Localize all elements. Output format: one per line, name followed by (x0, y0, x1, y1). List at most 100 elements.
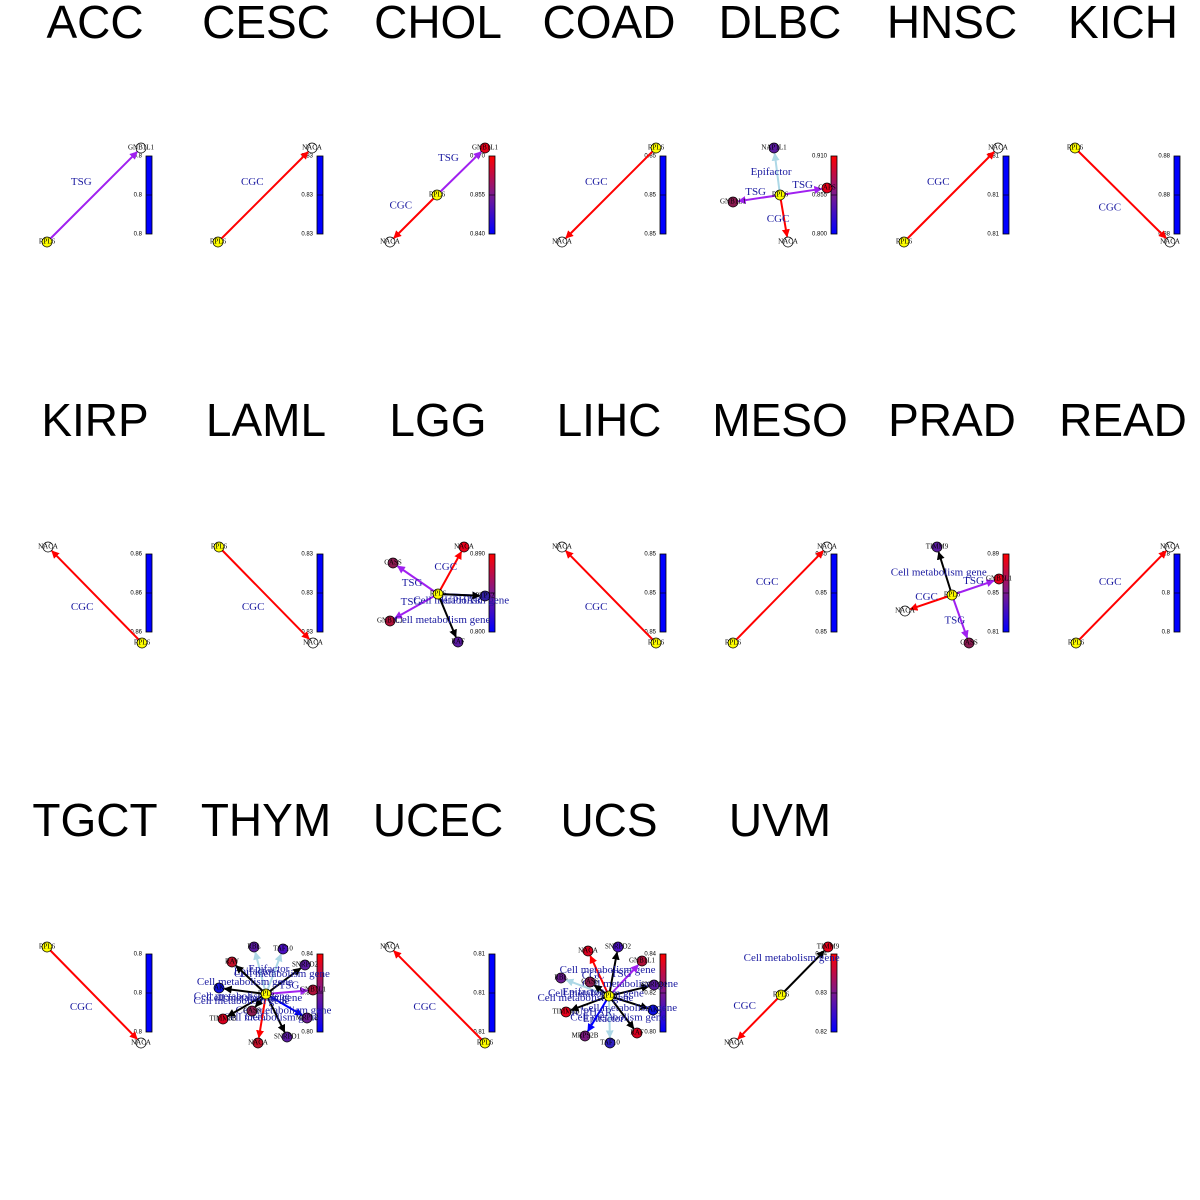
edge-cell-metabolism-gene (437, 591, 481, 600)
node-circle (1164, 236, 1176, 248)
panel-dlbc: DLBC0.9100.8550.800EpifactorTSGTSGCGCRPL… (719, 0, 841, 248)
node-circle (648, 979, 660, 991)
edge-cell-metabolism-gene (235, 965, 267, 995)
edge-label: TSG (279, 980, 300, 992)
node-circle (560, 1006, 572, 1018)
colorbar-tick-label: 0.83 (301, 232, 313, 238)
node-circle (384, 236, 396, 248)
edge-cgc (589, 955, 610, 997)
edge-label: Cell metabolism gene (413, 595, 509, 607)
node-label: GNB1L1 (300, 986, 327, 994)
panel-title: KICH (1068, 0, 1178, 48)
node-mrpl2: MRPL2 (296, 1012, 319, 1024)
colorbar: 0.830.830.83 (301, 154, 324, 238)
colorbar-tick-label: 0.85 (644, 630, 656, 636)
edge-tsg (737, 194, 781, 205)
edge-label: Cell metabolism gene (548, 987, 644, 999)
colorbar-tick-label: 0.800 (470, 630, 486, 636)
node-circle (431, 189, 443, 201)
node-naca: NACA (302, 142, 322, 154)
colorbar-tick-label: 0.855 (470, 193, 486, 199)
edge-tsg (46, 151, 138, 243)
node-circle (822, 941, 834, 953)
edge-tsg (396, 565, 439, 595)
node-ak: AK (647, 1004, 659, 1016)
edge-epifactor (771, 152, 781, 196)
edge-label: CGC (434, 561, 457, 573)
node-circle (136, 637, 148, 649)
colorbar-tick-label: 0.80 (301, 1030, 313, 1036)
node-label: GNB1L1 (629, 957, 656, 965)
node-naca: NACA (817, 541, 837, 553)
edge-label: Cell metabolism gene (234, 968, 330, 980)
edge-label: Cell metabolism gene (206, 992, 302, 1004)
node-gnb1l1: GNB1L1 (128, 142, 155, 154)
node-circle (1070, 637, 1082, 649)
panel-title: HNSC (887, 0, 1017, 48)
node-label: NACA (895, 607, 915, 615)
colorbar-tick-label: 0.83 (301, 591, 313, 597)
node-label: RPL6 (210, 238, 227, 246)
node-gnb1l1: GNB1L1 (629, 955, 656, 967)
node-gnb1l1: GNB1L1 (986, 573, 1013, 585)
edge-cgc (732, 550, 824, 644)
node-label: GNB1L1 (128, 144, 155, 152)
node-circle (479, 1037, 491, 1049)
edge-label: Cell metabolism gene (194, 990, 290, 1002)
colorbar-tick-label: 0.85 (644, 154, 656, 160)
edge-cgc (393, 194, 438, 239)
node-rpl6: RPL6 (648, 142, 665, 154)
edge-label: Epifactor (248, 963, 289, 975)
colorbar-tick-label: 0.85 (815, 591, 827, 597)
node-label: RPL6 (773, 991, 790, 999)
node-rbl: RBL (247, 941, 261, 953)
colorbar-tick-label: 0.8 (134, 991, 143, 997)
node-label: RPL6 (211, 543, 228, 551)
node-circle (636, 955, 648, 967)
node-label: TAF10 (273, 945, 293, 953)
node-label: NACA (817, 543, 837, 551)
node-label: TIMM8B (552, 1008, 580, 1016)
node-rpl6: RPL6 (773, 989, 790, 1001)
node-snrpd1: SNRPD1 (641, 979, 668, 991)
colorbar-tick-label: 0.910 (812, 154, 828, 160)
node-rpl6: RPL6 (39, 941, 56, 953)
node-circle (647, 1004, 659, 1016)
node-naca: NACA (1160, 236, 1180, 248)
panel-title: ACC (46, 0, 143, 48)
node-gnb1l1: GNB1L1 (300, 984, 327, 996)
edge-label: CGC (71, 601, 94, 613)
colorbar: 0.890.850.81 (987, 552, 1010, 636)
edge-iuphar (586, 995, 610, 1032)
node-circle (584, 976, 596, 988)
node-label: CASS (243, 1007, 261, 1015)
edge-cgc (51, 550, 143, 644)
edge-label: CGC (70, 1001, 93, 1013)
node-cass: CASS (243, 1005, 261, 1017)
node-rpl6: RPL6 (258, 988, 275, 1000)
panel-title: MESO (712, 394, 847, 446)
node-ak: AK (213, 982, 225, 994)
node-circle (579, 1030, 591, 1042)
node-label: NACA (552, 543, 572, 551)
node-label: SNRPD2 (605, 943, 632, 951)
node-gnb1l1: GNB1L1 (720, 196, 747, 208)
colorbar: 0.860.860.86 (130, 552, 153, 636)
colorbar: 0.850.850.85 (815, 552, 838, 636)
edge-cell-metabolism-gene (265, 993, 286, 1033)
edge-cell-metabolism-gene (936, 551, 953, 596)
node-label: TIMM8B (209, 1015, 237, 1023)
node-circle (1164, 541, 1176, 553)
colorbar-tick-label: 0.81 (987, 232, 999, 238)
node-naca: NACA (248, 1037, 268, 1049)
node-circle (306, 142, 318, 154)
node-label: CAPS (818, 184, 836, 192)
edge-tsg (608, 964, 639, 997)
edge-cgc (1075, 550, 1167, 644)
colorbar-tick-label: 0.85 (644, 552, 656, 558)
colorbar-tick-label: 0.840 (470, 232, 486, 238)
edge-label: CGC (756, 576, 779, 588)
